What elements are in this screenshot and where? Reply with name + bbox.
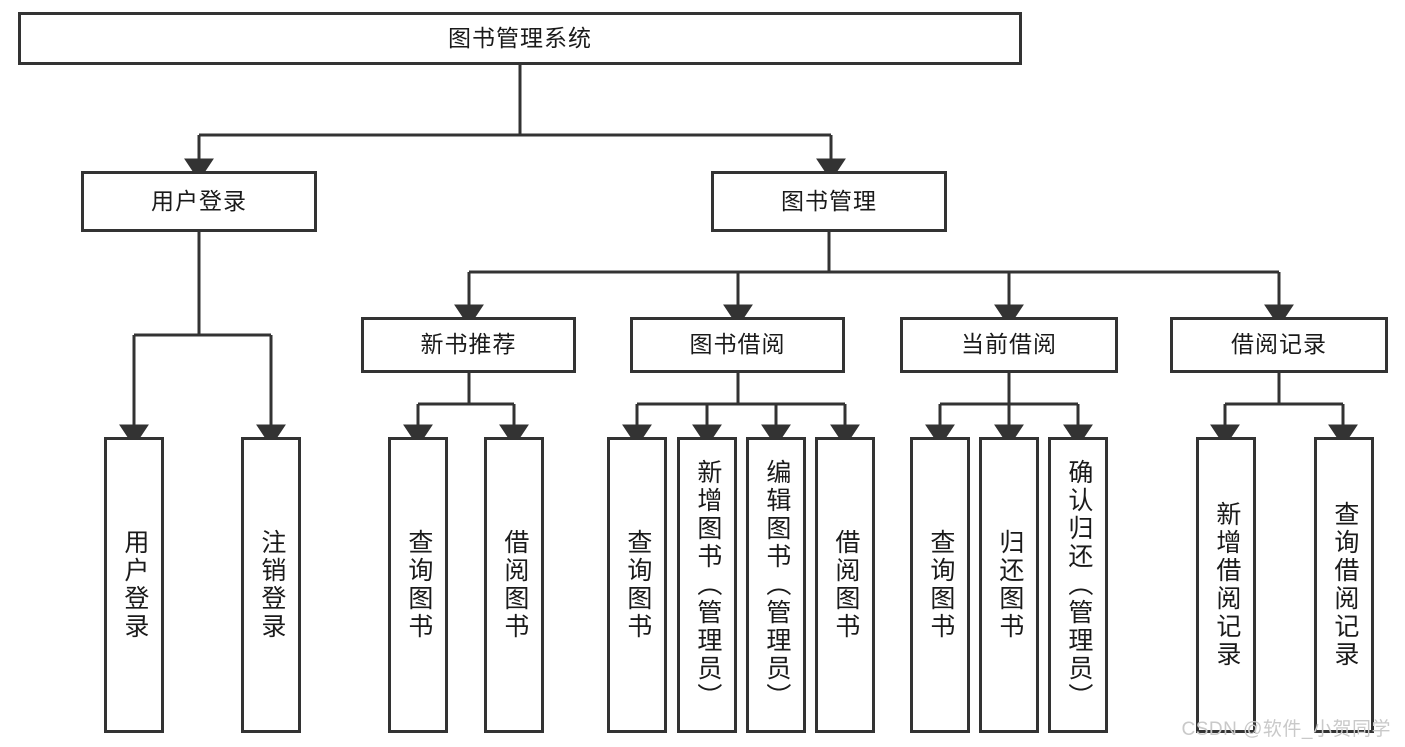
leaf-user-login[interactable]: 用户登录 bbox=[104, 437, 164, 733]
node-root-label: 图书管理系统 bbox=[448, 24, 592, 51]
node-new-book-recommend-label: 新书推荐 bbox=[420, 331, 517, 358]
leaf-edit-book-admin-label: 编辑图书（管理员） bbox=[762, 459, 791, 711]
leaf-add-book-admin[interactable]: 新增图书（管理员） bbox=[677, 437, 737, 733]
leaf-confirm-return-admin[interactable]: 确认归还（管理员） bbox=[1048, 437, 1108, 733]
leaf-edit-book-admin[interactable]: 编辑图书（管理员） bbox=[746, 437, 806, 733]
node-new-book-recommend[interactable]: 新书推荐 bbox=[361, 317, 576, 373]
leaf-query-book-current-label: 查询图书 bbox=[926, 529, 955, 641]
node-book-borrow[interactable]: 图书借阅 bbox=[630, 317, 845, 373]
node-current-borrow-label: 当前借阅 bbox=[961, 331, 1057, 358]
leaf-query-borrow-record-label: 查询借阅记录 bbox=[1330, 501, 1359, 669]
leaf-borrow-book-label: 借阅图书 bbox=[831, 529, 860, 641]
node-book-management-label: 图书管理 bbox=[781, 187, 877, 214]
leaf-return-book-label: 归还图书 bbox=[995, 529, 1024, 641]
leaf-logout-label: 注销登录 bbox=[257, 529, 286, 641]
node-root[interactable]: 图书管理系统 bbox=[18, 12, 1022, 65]
node-current-borrow[interactable]: 当前借阅 bbox=[900, 317, 1118, 373]
leaf-query-book-borrow[interactable]: 查询图书 bbox=[607, 437, 667, 733]
leaf-add-book-admin-label: 新增图书（管理员） bbox=[693, 459, 722, 711]
node-book-management[interactable]: 图书管理 bbox=[711, 171, 947, 232]
leaf-add-borrow-record-label: 新增借阅记录 bbox=[1212, 501, 1241, 669]
node-user-login[interactable]: 用户登录 bbox=[81, 171, 317, 232]
leaf-query-book-current[interactable]: 查询图书 bbox=[910, 437, 970, 733]
leaf-logout[interactable]: 注销登录 bbox=[241, 437, 301, 733]
node-borrow-records[interactable]: 借阅记录 bbox=[1170, 317, 1388, 373]
leaf-borrow-book-newbook[interactable]: 借阅图书 bbox=[484, 437, 544, 733]
node-user-login-label: 用户登录 bbox=[151, 187, 247, 214]
node-borrow-records-label: 借阅记录 bbox=[1231, 331, 1327, 358]
leaf-return-book[interactable]: 归还图书 bbox=[979, 437, 1039, 733]
leaf-user-login-label: 用户登录 bbox=[120, 529, 149, 641]
watermark: CSDN @软件_小贺同学 bbox=[1181, 719, 1391, 740]
leaf-query-book-newbook[interactable]: 查询图书 bbox=[388, 437, 448, 733]
leaf-query-book-newbook-label: 查询图书 bbox=[404, 529, 433, 641]
leaf-query-book-borrow-label: 查询图书 bbox=[623, 529, 652, 641]
leaf-borrow-book-newbook-label: 借阅图书 bbox=[500, 529, 529, 641]
node-book-borrow-label: 图书借阅 bbox=[689, 331, 786, 358]
leaf-query-borrow-record[interactable]: 查询借阅记录 bbox=[1314, 437, 1374, 733]
leaf-confirm-return-admin-label: 确认归还（管理员） bbox=[1064, 459, 1093, 711]
leaf-borrow-book[interactable]: 借阅图书 bbox=[815, 437, 875, 733]
leaf-add-borrow-record[interactable]: 新增借阅记录 bbox=[1196, 437, 1256, 733]
